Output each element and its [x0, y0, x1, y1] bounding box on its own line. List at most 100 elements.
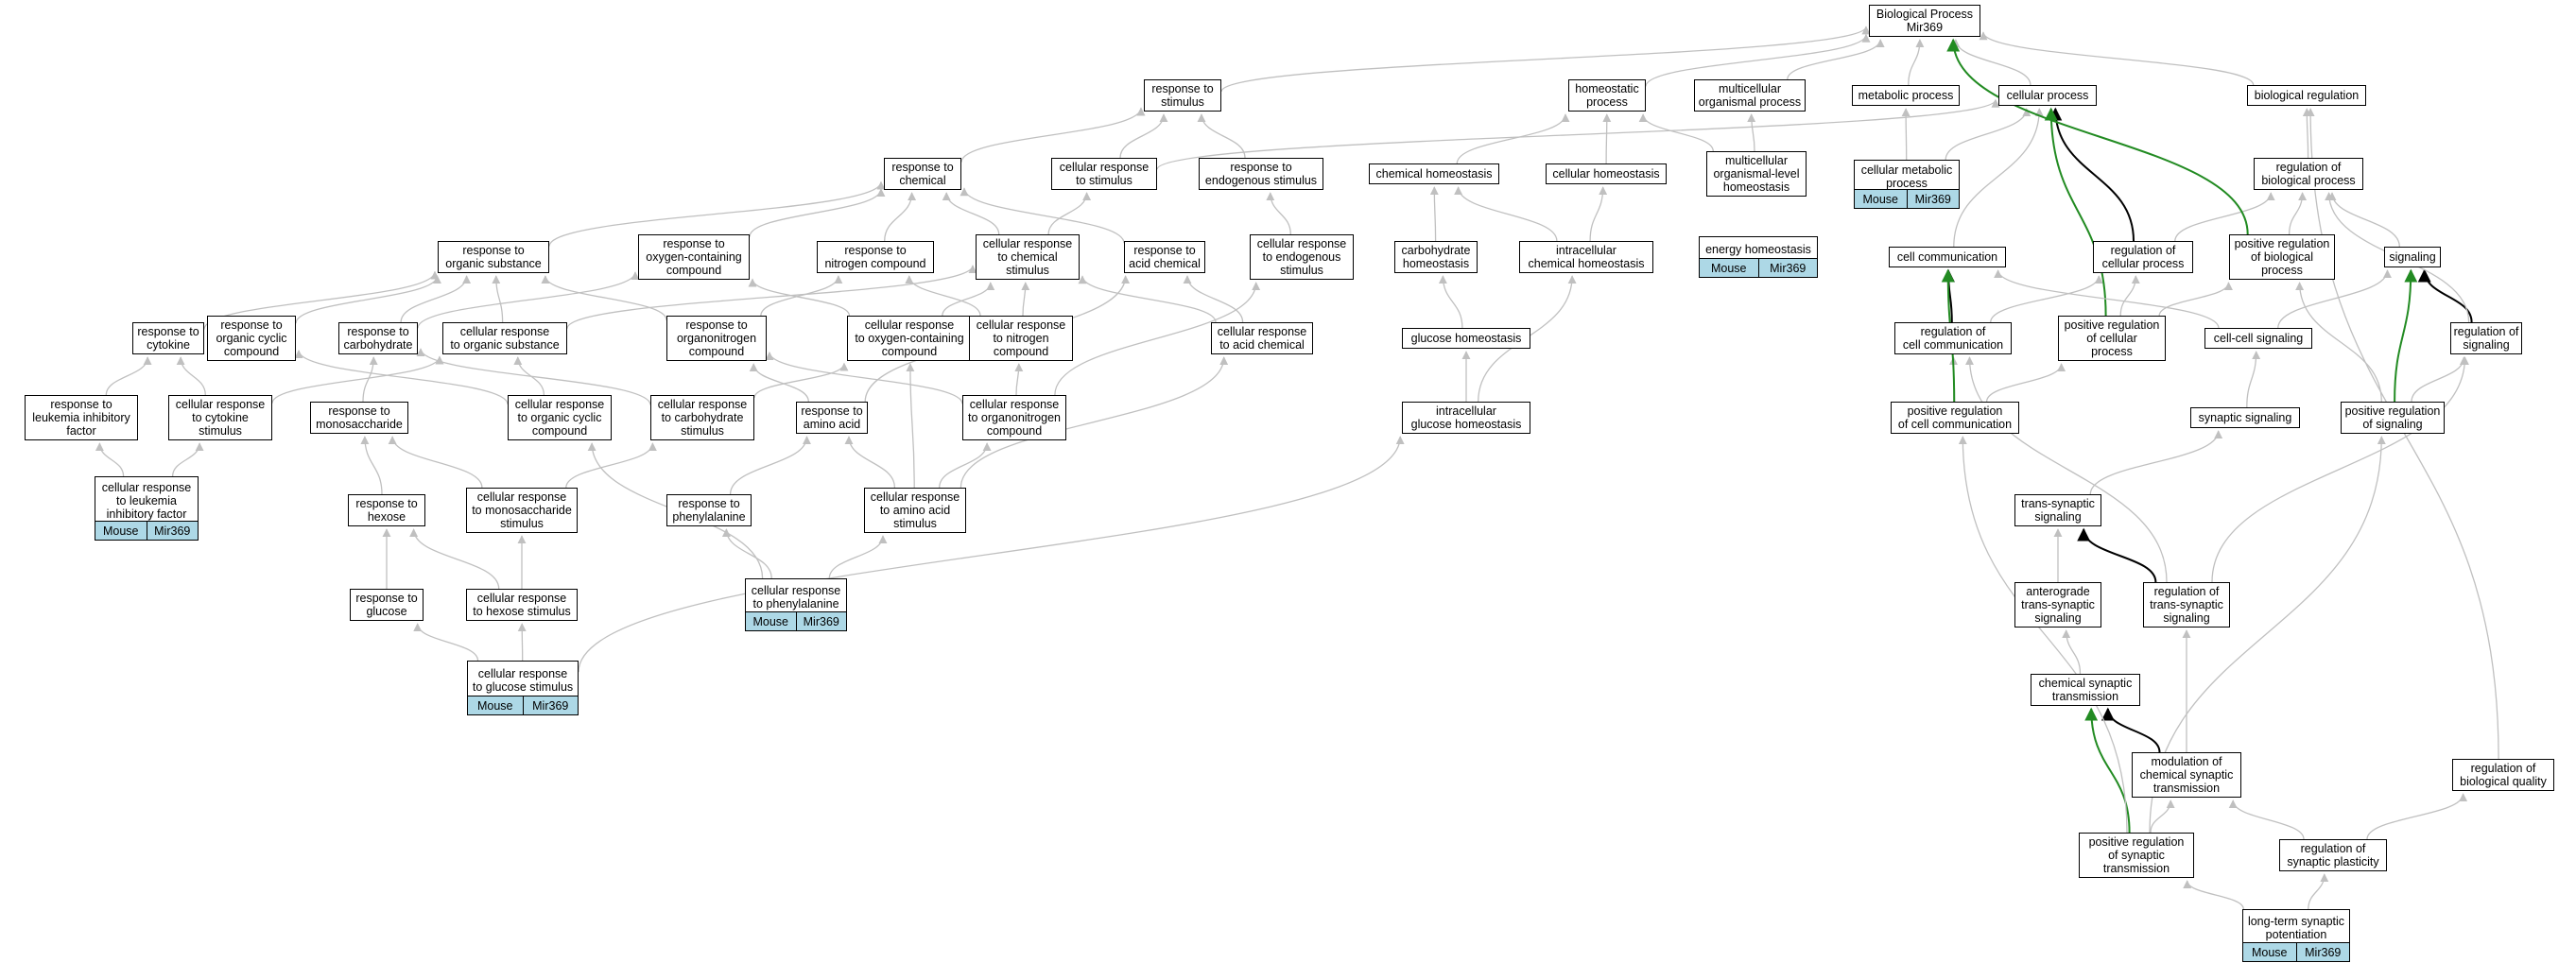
go-term-resp-aa: response to amino acid — [796, 402, 868, 434]
edge-resp-aa-to-resp-onitro — [749, 363, 809, 403]
species-tag: Mouse — [2243, 943, 2296, 961]
go-term-mo-homeo: multicellular organismal-level homeostas… — [1706, 151, 1807, 197]
edge-cr-phe-to-resp-phe — [721, 528, 772, 579]
edge-cr-oxy-to-cr-chem — [942, 282, 995, 317]
species-tag: Mouse — [95, 522, 147, 540]
go-term-cr-carb: cellular response to carbohydrate stimul… — [650, 395, 754, 440]
go-term-ic-glu: intracellular glucose homeostasis — [1402, 402, 1530, 434]
edge-reg-comm-to-reg-cell — [1990, 275, 2103, 323]
edge-cr-lif-to-cr-cyto — [171, 442, 204, 477]
species-tag: Mouse — [746, 612, 796, 630]
edge-chem-homeo-to-homeo — [1456, 113, 1570, 164]
go-term-signaling: signaling — [2384, 247, 2441, 267]
edge-ic-homeo-to-chem-homeo — [1454, 186, 1558, 242]
edge-chem-syn-to-antero — [2062, 629, 2082, 675]
edge-cr-aa-to-cr-acid — [960, 356, 1229, 489]
edge-pos-reg-syn-to-pos-reg-comm — [1958, 436, 2128, 834]
go-term-reg-comm: regulation of cell communication — [1894, 322, 2012, 354]
edge-pos-reg-syn-to-chem-syn — [2084, 707, 2131, 834]
edge-resp-chem-to-resp-stim — [960, 107, 1146, 163]
go-term-cr-endo: cellular response to endogenous stimulus — [1250, 234, 1354, 280]
edge-ltp-to-reg-plast — [2308, 873, 2329, 910]
go-term-label: cellular response to leukemia inhibitory… — [101, 480, 192, 521]
edge-ltp-to-pos-reg-syn — [2183, 880, 2244, 910]
go-term-cr-hex: cellular response to hexose stimulus — [466, 589, 578, 621]
edge-cr-oxy-to-resp-oxy — [748, 278, 851, 317]
go-term-cr-org: cellular response to organic substance — [442, 322, 567, 354]
go-term-cell-comm: cell communication — [1889, 247, 2006, 267]
go-term-resp-lif: response to leukemia inhibitory factor — [25, 395, 138, 440]
go-term-resp-phe: response to phenylalanine — [666, 494, 752, 526]
go-term-cr-lif: cellular response to leukemia inhibitory… — [95, 476, 199, 541]
species-tag: Mouse — [1700, 259, 1758, 277]
edge-mo-homeo-to-homeo — [1638, 113, 1714, 152]
go-term-resp-onitro: response to organonitrogen compound — [666, 316, 767, 361]
go-term-reg-cell: regulation of cellular process — [2093, 241, 2193, 273]
edge-pos-reg-syn-to-mod-chem — [2150, 799, 2175, 834]
edge-pos-reg-cell-to-cell-proc — [2044, 107, 2107, 317]
edge-cc-sig-to-signaling — [2277, 269, 2393, 329]
go-term-cell-resp-stim: cellular response to stimulus — [1051, 158, 1157, 190]
go-term-cell-proc: cellular process — [1998, 85, 2097, 106]
go-term-carb-homeo: carbohydrate homeostasis — [1394, 241, 1478, 273]
go-term-trans-syn: trans-synaptic signaling — [2014, 494, 2101, 526]
edge-cr-lif-to-resp-lif — [95, 442, 125, 477]
edge-cr-cyto-to-resp-cyto — [176, 356, 206, 396]
species-tag: Mouse — [1855, 190, 1907, 208]
edge-cr-hex-to-resp-hex — [409, 528, 500, 590]
go-term-resp-chem: response to chemical — [884, 158, 961, 190]
edge-reg-plast-to-mod-chem — [2228, 799, 2305, 840]
edge-reg-sig-to-signaling — [2417, 268, 2473, 323]
edge-cell-resp-stim-to-resp-stim — [1119, 113, 1168, 159]
edge-cr-aa-to-cr-oxy — [906, 363, 915, 489]
gene-tag: Mir369 — [146, 522, 198, 540]
edge-resp-hex-to-resp-mono — [360, 436, 383, 495]
edge-reg-plast-to-reg-qual — [2366, 793, 2468, 840]
edge-homeo-to-root — [1645, 33, 1871, 87]
go-term-resp-acid: response to acid chemical — [1124, 241, 1205, 273]
species-tag: Mouse — [468, 696, 523, 714]
edge-cr-cyto-to-cr-org — [271, 355, 444, 404]
go-term-syn-sig: synaptic signaling — [2190, 407, 2300, 428]
edge-mo-homeo-to-multi-org — [1747, 113, 1756, 152]
edge-resp-carb-to-resp-oxy — [417, 271, 640, 329]
edge-cr-glc-to-resp-glc — [413, 623, 479, 662]
edge-bio-reg-to-root — [1979, 31, 2255, 86]
edge-cr-org-to-resp-org — [492, 275, 504, 323]
edge-pos-reg-comm-to-pos-reg-cell — [1985, 363, 2066, 403]
go-term-root: Biological Process Mir369 — [1869, 5, 1980, 37]
edge-signaling-to-reg-bio — [2327, 192, 2400, 248]
edge-resp-ocyc-to-resp-org — [295, 275, 442, 324]
edge-cr-mono-to-resp-mono — [388, 436, 483, 489]
edge-pos-reg-bio-to-reg-bio — [2288, 192, 2308, 235]
edge-carb-homeo-to-chem-homeo — [1429, 186, 1439, 242]
edge-cell-metab-to-metab — [1901, 108, 1910, 161]
go-term-reg-bio: regulation of biological process — [2254, 158, 2363, 190]
go-term-cr-cyto: cellular response to cytokine stimulus — [168, 395, 272, 440]
edge-resp-nitro-to-resp-chem — [884, 192, 917, 242]
edge-pos-reg-sig-to-signaling — [2394, 268, 2418, 403]
go-term-cr-nitro: cellular response to nitrogen compound — [969, 316, 1073, 361]
edge-cr-acid-to-resp-acid — [1183, 275, 1244, 323]
go-term-resp-oxy: response to oxygen-containing compound — [638, 234, 750, 280]
go-term-label: energy homeostasis — [1705, 242, 1811, 256]
edge-cell-resp-stim-to-cell-proc — [1156, 98, 2000, 170]
go-term-pos-reg-syn: positive regulation of synaptic transmis… — [2079, 833, 2194, 878]
go-term-chem-syn: chemical synaptic transmission — [2031, 674, 2140, 706]
go-term-antero: anterograde trans-synaptic signaling — [2014, 582, 2101, 628]
go-term-ic-homeo: intracellular chemical homeostasis — [1519, 241, 1653, 273]
edge-cell-homeo-to-homeo — [1602, 113, 1612, 164]
go-term-reg-plast: regulation of synaptic plasticity — [2279, 839, 2387, 871]
edge-cr-ocyc-to-resp-ocyc — [294, 349, 509, 404]
go-term-cr-mono: cellular response to monosaccharide stim… — [466, 488, 578, 533]
go-term-label: cellular response to glucose stimulus — [472, 666, 574, 694]
go-term-reg-trans: regulation of trans-synaptic signaling — [2143, 582, 2230, 628]
go-term-resp-nitro: response to nitrogen compound — [817, 241, 934, 273]
go-term-label: cellular metabolic process — [1860, 163, 1953, 190]
gene-tag: Mir369 — [2295, 943, 2349, 961]
go-term-resp-hex: response to hexose — [348, 494, 425, 526]
